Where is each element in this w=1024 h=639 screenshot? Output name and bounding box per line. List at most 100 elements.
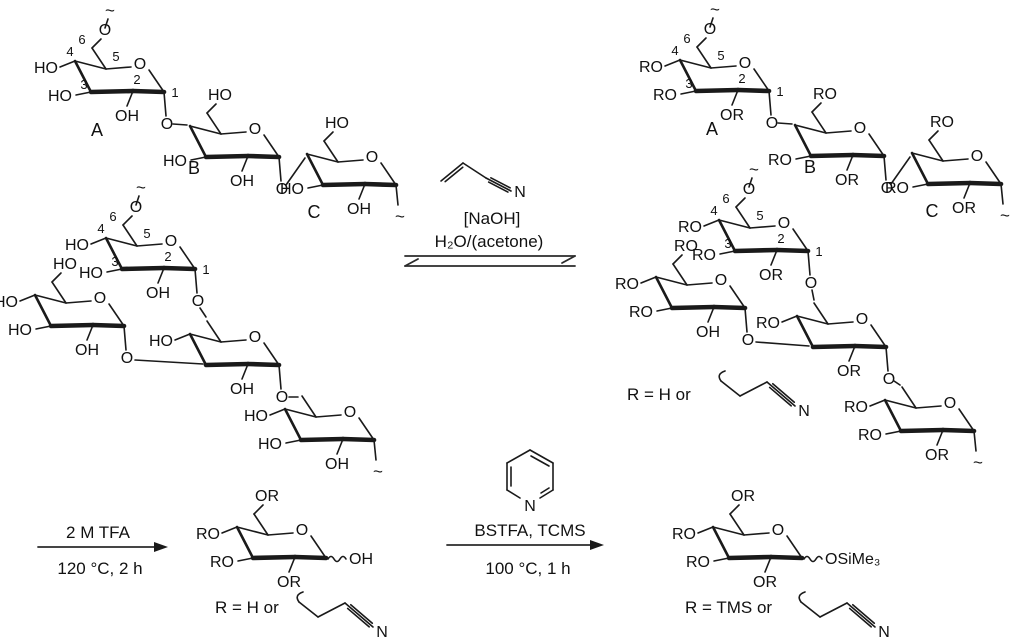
ring-oxygen-label: O <box>165 233 177 250</box>
double-bond <box>444 166 464 183</box>
anomeric-bond <box>883 155 887 181</box>
ring-oxygen-label: O <box>344 404 356 421</box>
c2-bond <box>336 438 344 455</box>
ring-bond <box>362 181 399 188</box>
ring-bond <box>712 526 745 536</box>
c2-substituent-label: OH <box>115 108 139 125</box>
c6-bond <box>811 102 822 113</box>
polymer-continuation-tilde: ~ <box>710 0 720 19</box>
c3-substituent-label: RO <box>858 427 882 444</box>
c2-bond <box>157 267 165 284</box>
c4-substituent-label: RO <box>844 399 868 416</box>
c4-substituent-label: HO <box>244 408 268 425</box>
triple-bond <box>346 607 370 628</box>
c3-substituent-label: HO <box>48 88 72 105</box>
carbon-number-label: 2 <box>777 231 784 246</box>
ring-bond <box>985 161 1002 185</box>
ring-bond <box>726 554 774 561</box>
ring-bond <box>73 59 93 94</box>
c6-bond <box>206 320 222 343</box>
ring-bond <box>284 408 317 418</box>
ring-oxygen-label: O <box>971 148 983 165</box>
c3-bond <box>680 90 697 95</box>
ring-bond <box>203 361 251 368</box>
polymer-bond <box>135 195 140 206</box>
anomeric-substituent-label: OSiMe₃ <box>825 551 880 568</box>
c3-bond <box>285 439 302 444</box>
pyridine-double-bond <box>540 487 550 494</box>
nitrogen-label: N <box>798 403 810 420</box>
ring-oxygen-label: O <box>296 522 308 539</box>
c2-substituent-label: OH <box>75 342 99 359</box>
c2-bond <box>936 429 944 446</box>
ring-oxygen-label: O <box>772 522 784 539</box>
c3-substituent-label: HO <box>258 436 282 453</box>
anomeric-bond <box>163 91 167 117</box>
ring-oxygen-label: O <box>249 121 261 138</box>
anomeric-bond <box>278 364 282 390</box>
ring-bond <box>655 276 688 286</box>
ring-bond <box>711 525 731 560</box>
ring-bond <box>825 130 852 134</box>
c3-bond <box>75 91 92 96</box>
polymer-continuation-tilde: ~ <box>105 1 115 20</box>
ring-bond <box>793 123 813 158</box>
carbon-number-label: 6 <box>109 209 116 224</box>
anomeric-bond <box>744 307 748 333</box>
ring-bond <box>161 265 198 272</box>
ring-bond <box>105 66 132 70</box>
c6-oxygen-label: O <box>99 22 111 39</box>
carbon-number-label: 1 <box>171 85 178 100</box>
carbon-number-label: 4 <box>710 203 717 218</box>
carbon-number-label: 2 <box>164 249 171 264</box>
c6-oxygen-label: O <box>130 199 142 216</box>
ring-oxygen-label: O <box>134 56 146 73</box>
c6-bond <box>122 215 133 226</box>
carbon-number-label: 3 <box>724 236 731 251</box>
glycosidic-bond <box>893 380 901 386</box>
glycosidic-oxygen-label: O <box>742 332 754 349</box>
ring-bond <box>90 322 127 329</box>
pyridine-bond <box>539 489 554 499</box>
ring-bond <box>235 525 255 560</box>
bond <box>739 381 768 397</box>
ring-oxygen-label: O <box>715 272 727 289</box>
c6-oxygen-label: O <box>743 181 755 198</box>
c6-bond <box>51 281 67 304</box>
c6-bond <box>735 206 751 229</box>
carbon-number-label: 6 <box>722 191 729 206</box>
ring-oxygen-label: O <box>854 120 866 137</box>
carbon-number-label: 3 <box>80 77 87 92</box>
polymer-bond <box>709 17 714 28</box>
c6-oxygen-label: O <box>704 21 716 38</box>
c2-substituent-label: OR <box>837 363 861 380</box>
polymer-continuation-tilde: ~ <box>749 160 759 179</box>
ring-bond <box>179 246 196 270</box>
c4-substituent-label: RO <box>639 59 663 76</box>
c2-bond <box>288 556 296 573</box>
ring-oxygen-label: O <box>778 215 790 232</box>
c4-bond <box>19 294 36 302</box>
c2-bond <box>731 89 739 106</box>
ring-bond <box>810 343 858 350</box>
c3-bond <box>106 268 123 273</box>
carbon-number-label: 5 <box>756 208 763 223</box>
c3-substituent-label: RO <box>653 87 677 104</box>
ring-bond <box>250 554 298 561</box>
equilibrium-arrow-reverse <box>404 258 419 267</box>
nitrogen-label: N <box>878 624 890 639</box>
anomeric-bond <box>973 430 977 452</box>
c6-substituent-label: RO <box>674 238 698 255</box>
anomeric-bond <box>1000 183 1004 205</box>
polymer-continuation-tilde: ~ <box>136 178 146 197</box>
ring-bond <box>870 324 887 348</box>
r-definition-label: R = H or <box>627 385 691 404</box>
ring-bond <box>340 436 377 443</box>
c2-substituent-label: OH <box>146 285 170 302</box>
c3-bond <box>885 430 902 435</box>
ring-bond <box>796 315 829 325</box>
c4-bond <box>703 219 720 227</box>
pyridine-bond <box>506 449 531 464</box>
bond <box>720 380 741 397</box>
